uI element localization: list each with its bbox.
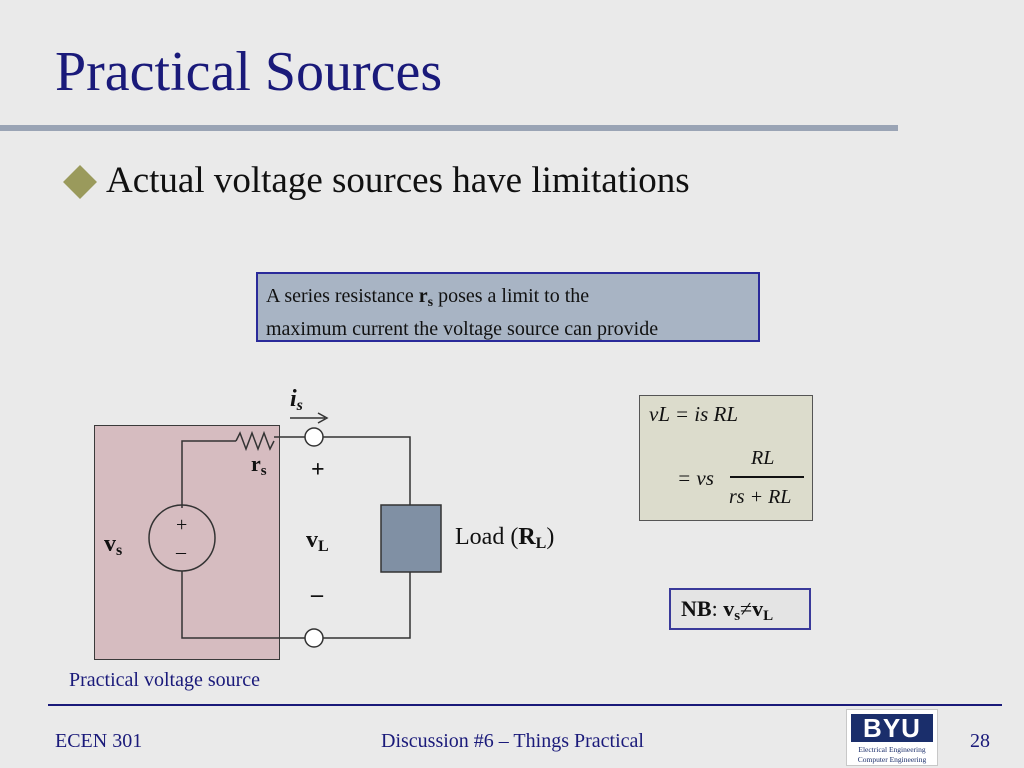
- formula-line-1: vL = is RL: [649, 402, 739, 426]
- title-divider: [0, 125, 898, 131]
- nb-rhs: v: [752, 596, 764, 621]
- formula-box: vL = is RL = vs RL rs + RL: [639, 395, 813, 521]
- footer-topic: Discussion #6 – Things Practical: [381, 730, 644, 752]
- byu-logo-mark: BYU: [851, 714, 933, 742]
- page-number: 28: [970, 730, 990, 752]
- wire-top-left: [181, 440, 236, 508]
- bullet-point: Actual voltage sources have limitations: [62, 162, 690, 199]
- bottom-terminal: [304, 628, 324, 648]
- formula-denominator: rs + RL: [729, 486, 792, 508]
- source-caption: Practical voltage source: [69, 669, 261, 691]
- byu-logo-line-2: Computer Engineering: [857, 755, 927, 764]
- rs-label: rs: [251, 451, 267, 479]
- callout-line-2: maximum current the voltage source can p…: [266, 318, 659, 340]
- nb-neq: ≠: [740, 596, 753, 621]
- callout-text: poses a limit to the: [433, 285, 590, 307]
- wire-bottom-right: [323, 572, 411, 639]
- vs-label: vs: [104, 531, 123, 559]
- source-minus: –: [176, 541, 186, 563]
- formula-fraction-bar: [730, 476, 804, 478]
- nb-sep: :: [711, 596, 724, 621]
- bullet-text: Actual voltage sources have limitations: [106, 160, 690, 201]
- callout-line-1: A series resistance rs poses a limit to …: [266, 283, 750, 316]
- nb-rhs-sub: L: [763, 608, 774, 624]
- callout-var: r: [418, 285, 428, 307]
- byu-logo-line-1: Electrical Engineering: [858, 745, 926, 754]
- load-resistor: [380, 504, 442, 573]
- callout-text: A series resistance: [266, 285, 419, 307]
- byu-logo: BYU Electrical Engineering Computer Engi…: [846, 709, 938, 766]
- top-terminal: [304, 427, 324, 447]
- callout-var-sub: s: [427, 295, 434, 310]
- terminal-plus: +: [311, 457, 325, 483]
- practical-source-box: [94, 425, 280, 660]
- formula-line-2-lhs: = vs: [677, 466, 714, 490]
- slide-title: Practical Sources: [55, 41, 443, 103]
- nb-lhs: v: [723, 596, 735, 621]
- footer-course: ECEN 301: [55, 730, 143, 752]
- callout-box: A series resistance rs poses a limit to …: [256, 272, 760, 342]
- load-label: Load (RL): [455, 524, 555, 552]
- source-plus: +: [176, 514, 188, 536]
- nb-label: NB: [681, 596, 712, 621]
- nb-lhs-sub: s: [734, 608, 741, 624]
- resistor-rs: [235, 430, 275, 452]
- footer-divider: [48, 704, 1002, 706]
- current-arrow-icon: [317, 412, 329, 424]
- nb-box: NB: vs≠vL: [669, 588, 811, 630]
- current-label: is: [290, 386, 303, 414]
- wire-top-right: [323, 436, 411, 505]
- formula-numerator: RL: [751, 447, 775, 469]
- vl-label: vL: [306, 527, 329, 555]
- wire-bottom-left: [181, 571, 305, 639]
- terminal-minus: –: [311, 582, 323, 608]
